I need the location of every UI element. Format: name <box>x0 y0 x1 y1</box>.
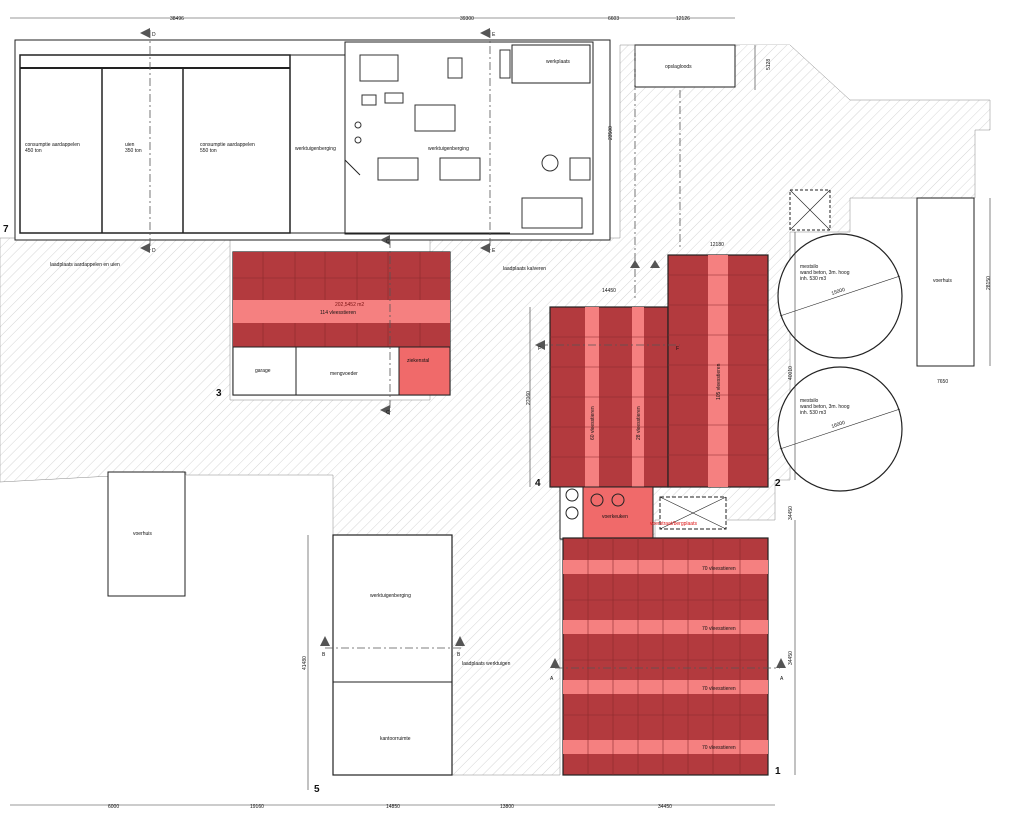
dim-b1: 7650 <box>937 379 948 385</box>
dim-r3: 28150 <box>986 276 992 290</box>
machine-storage-label: werktuigenberging <box>295 146 336 152</box>
storage1-label: consumptie aardappelen <box>25 142 80 148</box>
feed-kitchen <box>559 486 727 540</box>
yard-machines: laadplaats werktuigen <box>462 661 511 667</box>
axis-5: 5 <box>314 784 320 795</box>
mark-e-bottom: E <box>492 248 496 254</box>
mark-c-bottom: C <box>386 410 390 416</box>
mark-d-top: D <box>152 32 156 38</box>
silo1-title: mestsilo <box>800 264 819 270</box>
yard-cattle: laadplaats kalveren <box>503 266 546 272</box>
barn-west-left: 60 vleesstieren <box>590 406 596 440</box>
silo2-line3: inh. 530 m3 <box>800 410 826 416</box>
shed-west <box>107 471 186 597</box>
barn-south <box>562 537 769 776</box>
dim-bottom-2: 19160 <box>250 804 264 810</box>
yard-potatoes: laadplaats aardappelen en uien <box>50 262 120 268</box>
dim-bottom-4: 13800 <box>500 804 514 810</box>
dim-top-1: 38496 <box>170 16 184 22</box>
dim-r4: 40010 <box>788 366 794 380</box>
mark-d-bottom: D <box>152 248 156 254</box>
north-building <box>14 39 611 241</box>
dim-r1: 5128 <box>766 59 772 70</box>
workshop-label: werkplaats <box>546 59 570 65</box>
shed-south-bottom: kantoorruimte <box>380 736 411 742</box>
dimension-lines <box>10 17 991 806</box>
barn-south-row4: 70 vleesstieren <box>702 745 736 751</box>
barn-north <box>232 251 451 396</box>
silos <box>777 189 903 492</box>
silo1-line3: inh. 530 m3 <box>800 276 826 282</box>
dim-t1: 14450 <box>602 288 616 294</box>
shed-west-label: voerhuis <box>133 531 152 537</box>
feed-kitchen-label: voerkeuken <box>602 514 628 520</box>
dim-c2: 16000 <box>831 420 846 430</box>
barn-south-row3: 70 vleesstieren <box>702 686 736 692</box>
dim-bottom-1: 6000 <box>108 804 119 810</box>
dim-bottom-5: 34450 <box>658 804 672 810</box>
shed-south-top: werktuigenberging <box>370 593 411 599</box>
axis-2: 2 <box>775 478 781 489</box>
dim-top-3: 6603 <box>608 16 619 22</box>
barn-west-right: 28 vleesstieren <box>636 406 642 440</box>
mark-a-left: A <box>550 676 554 682</box>
storage3-label: consumptie aardappelen <box>200 142 255 148</box>
silo1-line2: wand beton, 3m. hoog <box>800 270 850 276</box>
storage2-label: uien <box>125 142 135 148</box>
axis-7: 7 <box>3 224 9 235</box>
mark-b-right: B <box>457 652 461 658</box>
dim-top-2: 39300 <box>460 16 474 22</box>
dim-r6: 34450 <box>788 651 794 665</box>
dim-r2: 23500 <box>608 126 614 140</box>
shed-ne-label: opslagloods <box>665 64 692 70</box>
dim-c1: 15000 <box>831 287 846 297</box>
barn-east-label: 105 vleesstieren <box>716 363 722 400</box>
shed-east <box>916 197 975 367</box>
shed-east-label: voerhuis <box>933 278 952 284</box>
dim-r5: 34450 <box>788 506 794 520</box>
barn-north-capacity: 114 vleesstieren <box>320 310 356 316</box>
shed-south <box>332 534 453 776</box>
axis-3: 3 <box>216 388 222 399</box>
dim-l1: 27060 <box>526 391 532 405</box>
axis-1: 1 <box>775 766 781 777</box>
mark-c-top: C <box>386 239 390 245</box>
garage-label: garage <box>255 368 271 374</box>
storage2-cap: 350 ton <box>125 148 142 154</box>
dim-bottom-3: 14850 <box>386 804 400 810</box>
barn-east <box>667 254 769 488</box>
machine-storage2-label: werktuigenberging <box>428 146 469 152</box>
barn-west <box>549 306 669 488</box>
shed-ne <box>634 44 736 88</box>
barn-south-row1: 70 vleesstieren <box>702 566 736 572</box>
mark-b-left: B <box>322 652 326 658</box>
storage1-cap: 450 ton <box>25 148 42 154</box>
red-note: voerstraat/bergplaats <box>650 521 697 527</box>
mark-f-right: F <box>676 346 679 352</box>
mark-a-right: A <box>780 676 784 682</box>
barn-south-row2: 70 vleesstieren <box>702 626 736 632</box>
feed-storage-label: mengvoeder <box>330 371 358 377</box>
storage3-cap: 550 ton <box>200 148 217 154</box>
section-lines <box>149 30 780 669</box>
treatment-label: ziekenstal <box>407 358 429 364</box>
mark-e-top: E <box>492 32 496 38</box>
silo2-title: mestsilo <box>800 398 819 404</box>
dim-l2: 41480 <box>302 656 308 670</box>
dim-t2: 12180 <box>710 242 724 248</box>
paved-yard <box>0 44 991 776</box>
dim-top-4: 12126 <box>676 16 690 22</box>
axis-4: 4 <box>535 478 541 489</box>
barn-north-area: 202,5452 m2 <box>335 302 364 308</box>
section-arrows <box>140 28 786 668</box>
silo2-line2: wand beton, 3m. hoog <box>800 404 850 410</box>
mark-f-left: F <box>538 346 541 352</box>
